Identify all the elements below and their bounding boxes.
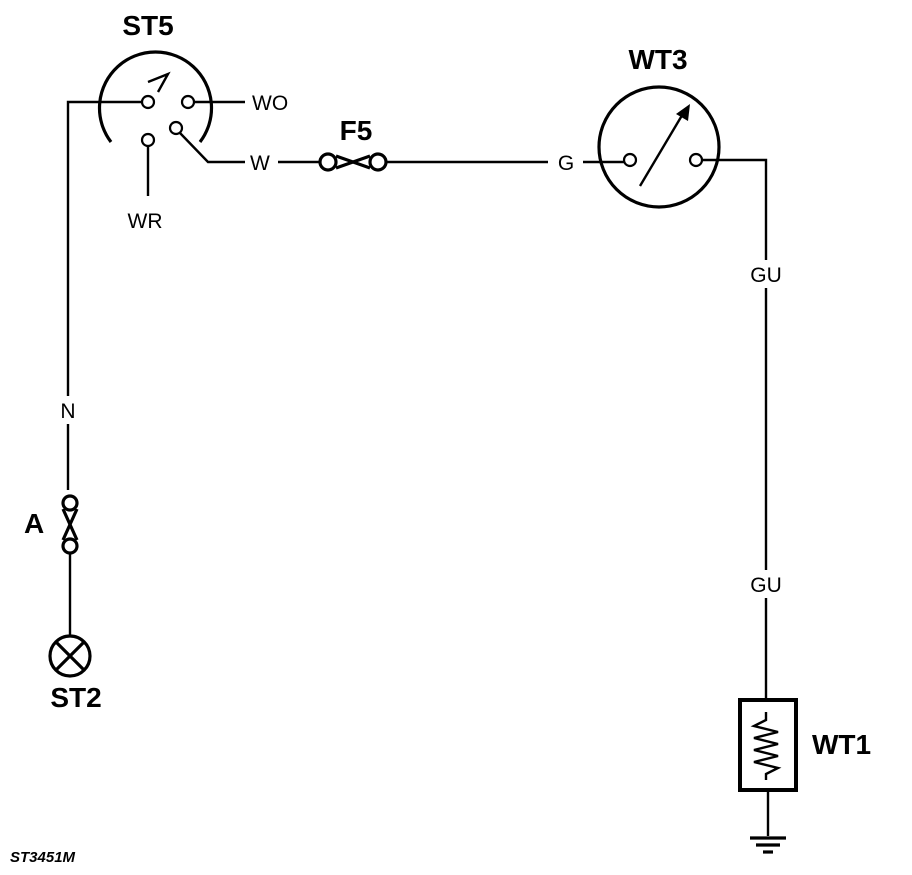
fuse-icon [318,152,388,172]
st2-label: ST2 [50,682,101,713]
temperature-sender-icon [738,698,798,792]
g-wire-label: G [558,152,574,175]
a-label: A [24,508,44,539]
w-wire-label: W [250,152,270,175]
gu-wire [702,158,768,700]
gu-wire-label-bottom: GU [750,574,782,597]
n-wire-label: N [60,400,75,423]
n-wire [66,100,142,490]
ignition-switch-icon [97,50,214,148]
ground-icon [750,836,786,854]
lamp-icon [48,634,92,678]
wo-wire-label: WO [252,92,288,115]
gu-wire-label-top: GU [750,264,782,287]
connector-icon [61,494,79,555]
f5-label: F5 [340,115,373,146]
wt3-label: WT3 [628,44,687,75]
st5-label: ST5 [122,10,173,41]
temperature-gauge-icon [597,85,721,209]
wr-wire-label: WR [128,210,163,233]
figure-code: ST3451M [10,849,76,866]
w-wire [179,132,245,164]
wt1-label: WT1 [812,729,871,760]
